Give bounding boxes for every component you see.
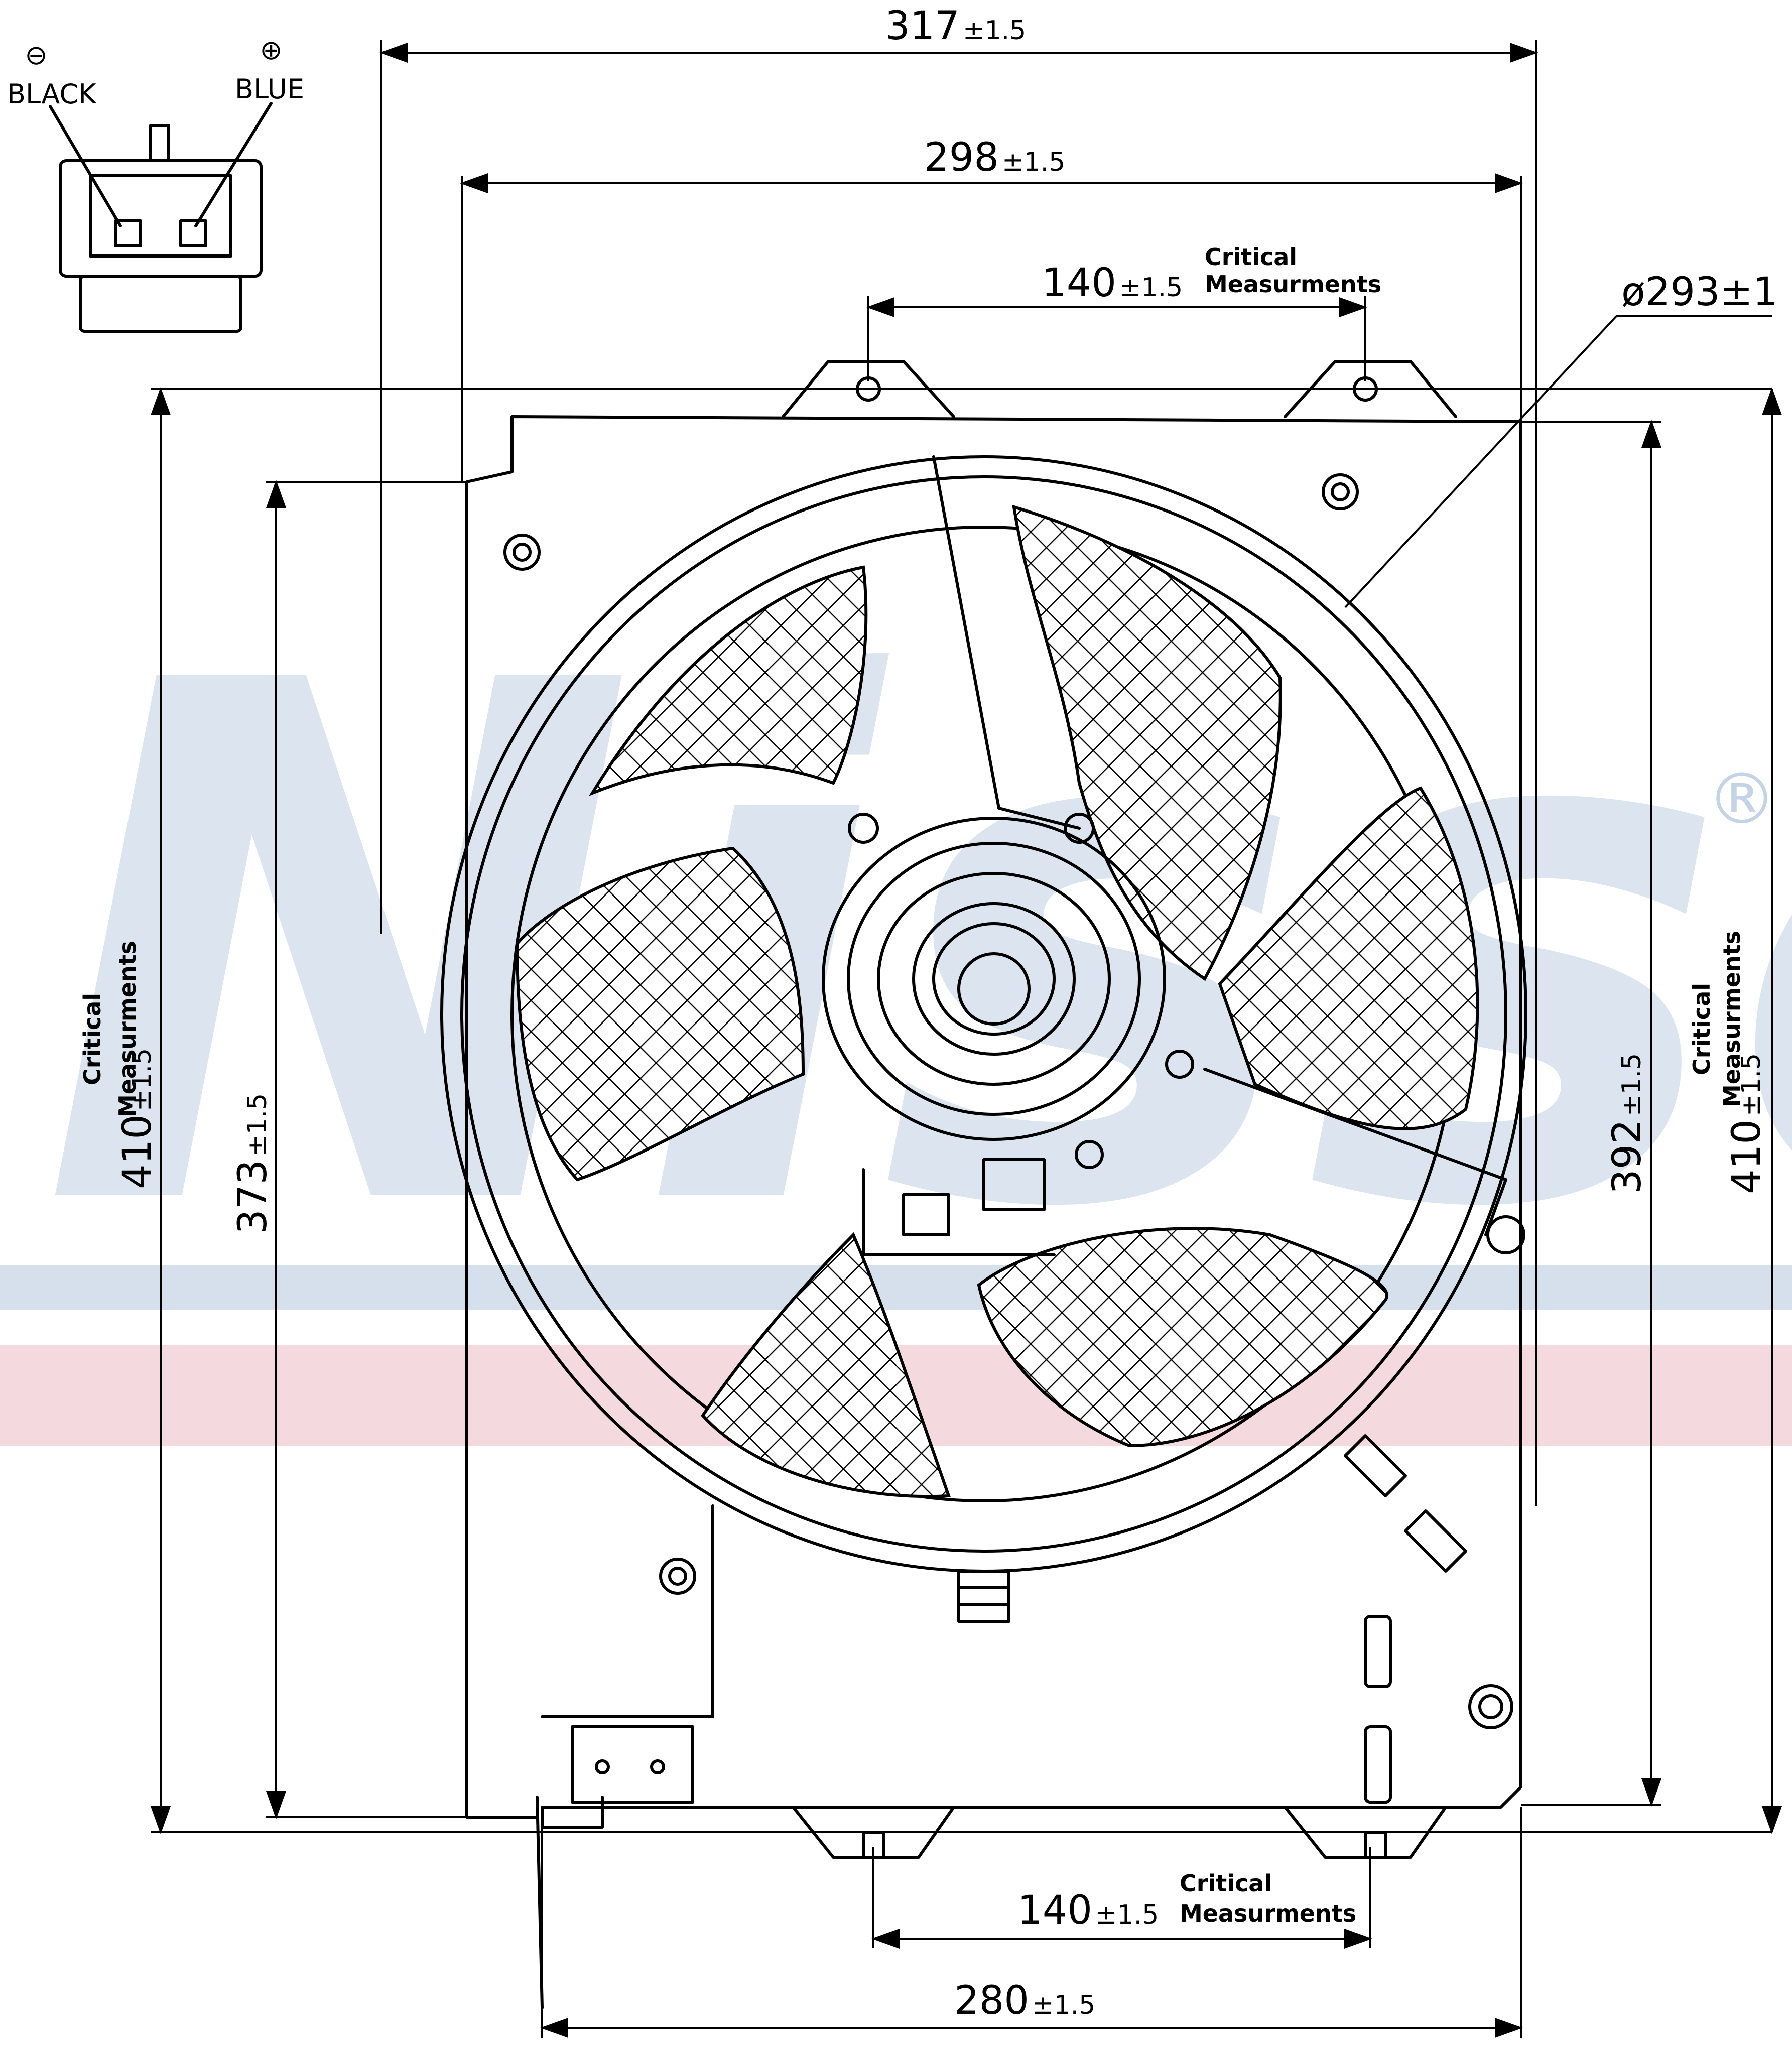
hub-bolt-1 xyxy=(848,813,879,844)
note-measurements-left: Measurments xyxy=(114,941,141,1117)
wire-clip-2 xyxy=(1404,1509,1467,1573)
mount-bolt-3 xyxy=(659,1558,696,1595)
blue-wire-label: BLUE xyxy=(235,73,304,105)
blade-5 xyxy=(701,1232,951,1498)
spoke-right xyxy=(1203,1068,1507,1236)
mount-bolt-1 xyxy=(503,534,541,571)
blade-6 xyxy=(515,846,805,1182)
blade-3 xyxy=(1218,786,1479,1130)
connector-inner xyxy=(89,174,232,258)
watermark: Nissens ® xyxy=(0,533,1792,1446)
motor-shaft xyxy=(957,952,1031,1026)
dim-317-value: 317 xyxy=(885,4,960,49)
black-wire-label: BLACK xyxy=(7,78,97,110)
motor-terminal-block xyxy=(982,1158,1046,1211)
fan-ring-2 xyxy=(460,475,1507,1553)
dim-410-right-value: 410 xyxy=(1724,1119,1769,1194)
motor-cap xyxy=(932,922,1056,1036)
dim-392-tol: ±1.5 xyxy=(1617,1053,1647,1116)
dim-140-bottom-tol: ±1.5 xyxy=(1095,1900,1159,1930)
note-measurements-top: Measurments xyxy=(1205,271,1381,298)
dim-373-tol: ±1.5 xyxy=(242,1093,273,1157)
watermark-brand: Nissens xyxy=(40,533,1792,1363)
fan xyxy=(440,455,1527,1573)
dim-410-left-value: 410 xyxy=(115,1114,160,1189)
dim-373-value: 373 xyxy=(230,1160,276,1234)
dim-140-top-tol: ±1.5 xyxy=(1119,273,1183,303)
dim-140-top-value: 140 xyxy=(1042,261,1116,306)
connector-body xyxy=(79,275,242,333)
dim-298-tol: ±1.5 xyxy=(1002,147,1065,177)
registered-mark: ® xyxy=(1707,758,1777,840)
spoke-bottom xyxy=(862,1168,1056,1256)
watermark-blue-band xyxy=(0,1265,1792,1310)
wire-clip-3 xyxy=(1364,1615,1392,1688)
wire-clip-1 xyxy=(1344,1434,1407,1497)
hub-bolt-2 xyxy=(1064,813,1095,844)
blue-wire-leader xyxy=(194,102,273,227)
hub-outer xyxy=(822,817,1166,1141)
note-critical-left: Critical xyxy=(79,993,106,1085)
spoke-top xyxy=(932,455,1081,830)
hub-bolt-3 xyxy=(1165,1050,1194,1079)
dim-410-left-tol: ±1.5 xyxy=(127,1048,157,1111)
dim-280-tol: ±1.5 xyxy=(1032,1990,1095,2020)
dimensions: 317 ±1.5 298 ±1.5 140 ±1.5 Critical Meas… xyxy=(79,4,1782,2038)
mount-bolt-5 xyxy=(1486,1215,1525,1254)
blade-4 xyxy=(977,1227,1388,1448)
connector-detail: ⊖ ⊕ BLACK BLUE xyxy=(7,34,304,333)
diameter-leader xyxy=(1344,315,1617,608)
blade-1 xyxy=(588,565,868,797)
bottom-right-ear-slot xyxy=(1364,1831,1387,1859)
terminal-positive xyxy=(179,219,207,247)
motor-housing xyxy=(912,902,1076,1056)
bottom-left-bracket xyxy=(571,1725,694,1804)
note-critical-bottom: Critical xyxy=(1180,1870,1272,1897)
dim-410-right-tol: ±1.5 xyxy=(1736,1053,1766,1116)
mount-bolt-4-inner xyxy=(1478,1694,1503,1719)
bracket-hole-2 xyxy=(650,1759,665,1774)
dim-140-bottom-value: 140 xyxy=(1017,1888,1092,1933)
vent-slots xyxy=(957,1570,1010,1623)
wire-clip-4 xyxy=(1364,1725,1392,1804)
note-critical-top: Critical xyxy=(1205,243,1297,271)
lower-step xyxy=(541,1504,714,1718)
note-measurements-bottom: Measurments xyxy=(1180,1900,1356,1927)
plus-symbol: ⊕ xyxy=(260,34,282,66)
dim-392-value: 392 xyxy=(1605,1119,1650,1194)
hub-inner xyxy=(877,872,1111,1086)
mount-bolt-1-inner xyxy=(513,543,532,562)
hub-bolt-4 xyxy=(1075,1140,1104,1169)
hub-ring xyxy=(847,842,1141,1116)
note-measurements-right: Measurments xyxy=(1718,931,1745,1107)
dim-317-tol: ±1.5 xyxy=(963,16,1026,46)
minus-symbol: ⊖ xyxy=(25,39,47,71)
terminal-negative xyxy=(114,219,142,247)
dim-298-value: 298 xyxy=(924,135,999,180)
mount-bolt-2-inner xyxy=(1331,482,1350,501)
motor-terminal-tab xyxy=(902,1193,950,1236)
diameter-label: ø293±1 xyxy=(1621,270,1778,315)
connector-latch xyxy=(149,124,170,162)
black-wire-leader xyxy=(49,105,122,227)
bracket-hole-1 xyxy=(595,1759,610,1774)
note-critical-right: Critical xyxy=(1688,983,1715,1075)
mount-bolt-4 xyxy=(1468,1684,1513,1729)
mount-bolt-3-inner xyxy=(668,1567,687,1586)
shroud-bottom-tab xyxy=(541,1796,604,1829)
mount-bolt-2 xyxy=(1322,473,1359,510)
blade-2 xyxy=(1012,504,1282,981)
fan-outer-ring xyxy=(440,455,1527,1573)
dim-280-value: 280 xyxy=(954,1978,1029,2023)
